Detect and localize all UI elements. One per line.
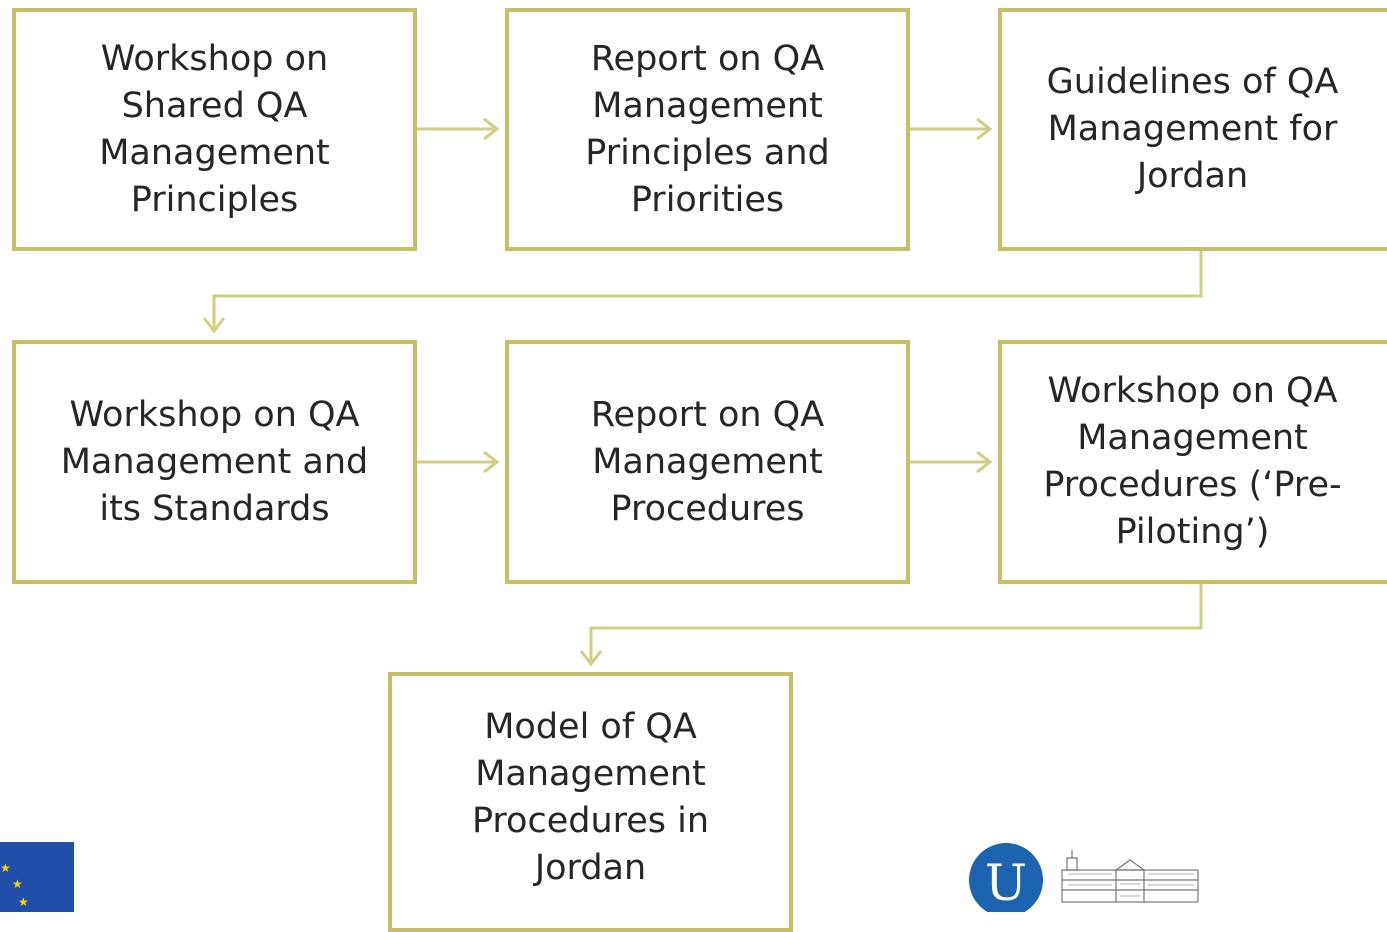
arrow-b6-b7 — [589, 583, 1203, 664]
step-box-pre-piloting-workshop: Workshop on QA Management Procedures (‘P… — [998, 340, 1387, 584]
step-box-standards-workshop: Workshop on QA Management and its Standa… — [12, 340, 417, 584]
step-label: Report on QA Management Procedures — [590, 394, 825, 529]
arrowhead-b5-b6 — [976, 450, 993, 474]
step-label: Workshop on Shared QA Management Princip… — [99, 38, 330, 220]
step-box-shared-principles-workshop: Workshop on Shared QA Management Princip… — [12, 8, 417, 251]
step-label: Workshop on QA Management and its Standa… — [60, 394, 369, 529]
university-logo-letter: U — [985, 854, 1027, 912]
svg-text:★: ★ — [18, 895, 29, 909]
flow-connectors — [202, 117, 1203, 667]
arrow-b3-b4 — [212, 250, 1203, 331]
svg-text:★: ★ — [12, 877, 23, 891]
step-label: Report on QA Management Principles and P… — [585, 38, 830, 220]
arrowhead-b1-b2 — [483, 117, 500, 141]
step-box-procedures-report: Report on QA Management Procedures — [505, 340, 910, 584]
arrowhead-b4-b5 — [483, 450, 500, 474]
arrowhead-b6-b7 — [579, 650, 603, 667]
svg-text:★: ★ — [0, 861, 11, 875]
university-logo: U — [969, 843, 1043, 912]
step-box-principles-report: Report on QA Management Principles and P… — [505, 8, 910, 251]
arrowhead-b3-b4 — [202, 317, 226, 334]
arrowhead-b2-b3 — [976, 117, 993, 141]
step-box-model-procedures: Model of QA Management Procedures in Jor… — [388, 672, 793, 932]
step-label: Workshop on QA Management Procedures (‘P… — [1043, 371, 1342, 552]
step-label: Model of QA Management Procedures in Jor… — [471, 707, 710, 888]
step-label: Guidelines of QA Management for Jordan — [1046, 62, 1339, 196]
step-box-guidelines-jordan: Guidelines of QA Management for Jordan — [998, 8, 1387, 251]
university-building-logo — [1061, 850, 1199, 903]
eu-flag-logo: ★ ★ ★ — [0, 842, 74, 912]
